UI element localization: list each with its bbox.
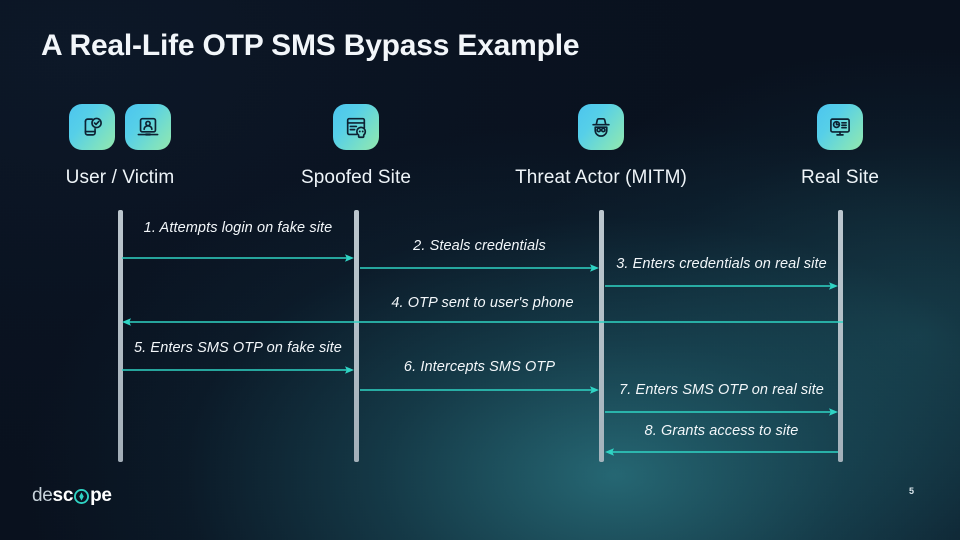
laptop-user-icon — [125, 104, 171, 150]
message-label-4: 4. OTP sent to user's phone — [391, 295, 574, 311]
browser-skull-icon — [333, 104, 379, 150]
descope-o-mark-icon — [74, 489, 90, 504]
message-arrow-6 — [360, 385, 599, 395]
actor-label-spoofed-site: Spoofed Site — [300, 167, 412, 188]
message-label-2: 2. Steals credentials — [413, 238, 546, 254]
message-label-1: 1. Attempts login on fake site — [143, 220, 333, 236]
message-label-3: 3. Enters credentials on real site — [616, 256, 827, 272]
message-arrow-8 — [605, 447, 838, 457]
message-label-7: 7. Enters SMS OTP on real site — [619, 382, 824, 398]
logo-text-sc: sc — [52, 485, 74, 506]
actor-icon-group-spoofed-site — [333, 104, 379, 150]
actor-label-threat-actor: Threat Actor (MITM) — [515, 167, 687, 188]
message-arrow-3 — [605, 281, 838, 291]
logo-text-pe: pe — [90, 485, 112, 506]
actor-label-user-victim: User / Victim — [65, 167, 175, 188]
logo-text-de: de — [32, 485, 53, 506]
lifeline-user-victim — [117, 210, 123, 462]
message-label-8: 8. Grants access to site — [644, 423, 799, 439]
actor-icon-group-threat-actor — [578, 104, 624, 150]
message-arrow-2 — [360, 263, 599, 273]
message-arrow-7 — [605, 407, 838, 417]
lifeline-spoofed-site — [353, 210, 359, 462]
hat-glasses-incognito-icon — [578, 104, 624, 150]
page-title: A Real-Life OTP SMS Bypass Example — [41, 29, 580, 62]
message-arrow-5 — [122, 365, 354, 375]
monitor-dashboard-icon — [817, 104, 863, 150]
message-label-6: 6. Intercepts SMS OTP — [403, 359, 556, 375]
message-arrow-4 — [122, 317, 843, 327]
lifeline-real-site — [837, 210, 843, 462]
actor-icon-group-real-site — [817, 104, 863, 150]
lifeline-threat-actor — [598, 210, 604, 462]
message-label-5: 5. Enters SMS OTP on fake site — [134, 340, 342, 356]
actor-label-real-site: Real Site — [801, 167, 879, 188]
message-arrow-1 — [122, 253, 354, 263]
page-number: 5 — [908, 486, 914, 496]
actor-icon-group-user-victim — [69, 104, 171, 150]
phone-check-icon — [69, 104, 115, 150]
